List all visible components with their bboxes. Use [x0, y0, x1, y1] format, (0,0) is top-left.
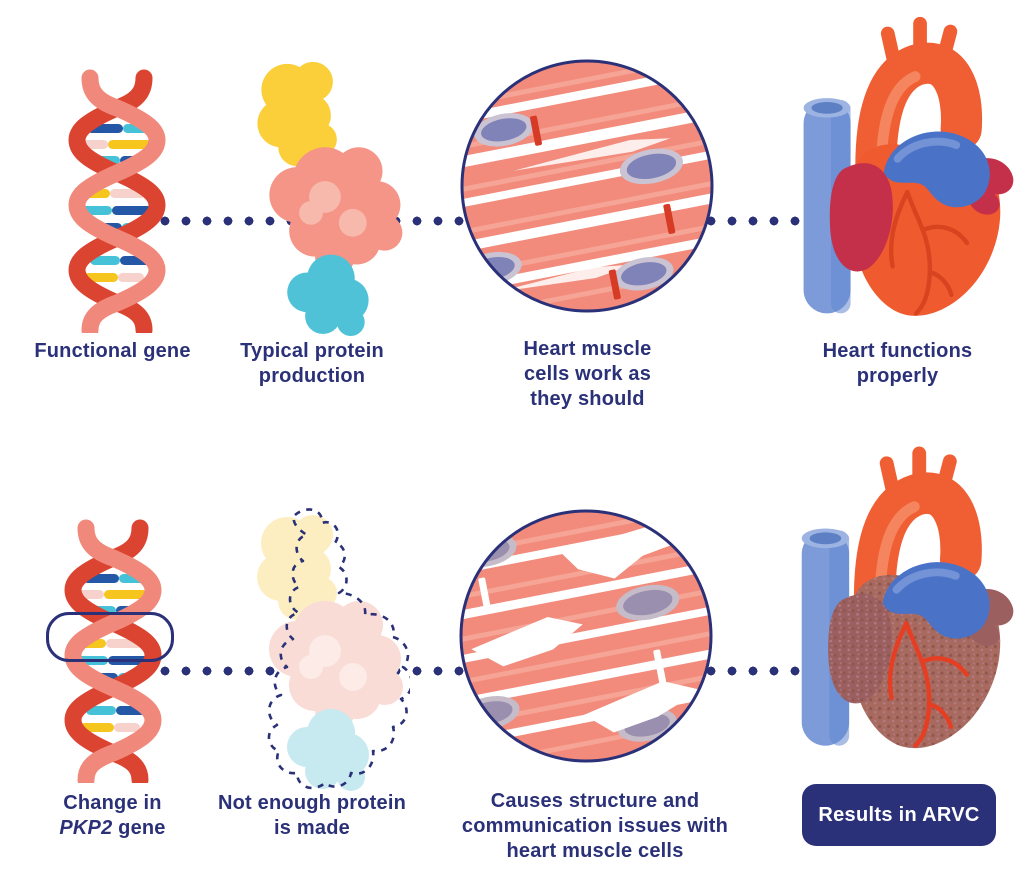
results-in-arvc-button-label: Results in ARVC: [818, 803, 980, 826]
label-gene-suffix: gene: [112, 817, 166, 839]
label-heart-muscle-cells-work: Heart muscle cells work as they should: [523, 338, 652, 410]
damaged-heart-icon: [780, 436, 1017, 769]
label-typical-protein-production: Typical protein production: [240, 340, 384, 387]
healthy-muscle-cells-icon: [458, 57, 716, 315]
protein-icon: [225, 48, 410, 336]
gene-mutation-highlight: [46, 612, 174, 662]
dna-helix-icon: [42, 68, 192, 333]
label-functional-gene: Functional gene: [34, 340, 191, 362]
results-in-arvc-button[interactable]: Results in ARVC: [802, 784, 996, 846]
label-heart-functions-properly: Heart functions properly: [822, 340, 973, 387]
label-causes-structure-issues: Causes structure and communication issue…: [461, 790, 729, 862]
label-not-enough-protein: Not enough protein is made: [217, 792, 406, 839]
gene-name-pkp2: PKP2: [59, 817, 113, 839]
label-change-in-pkp2-gene: Change in PKP2 gene: [15, 791, 210, 841]
faded-protein-icon: [225, 500, 410, 792]
label-change-in: Change in: [63, 792, 162, 814]
damaged-muscle-cells-icon: [457, 507, 715, 765]
healthy-heart-icon: [782, 10, 1017, 333]
